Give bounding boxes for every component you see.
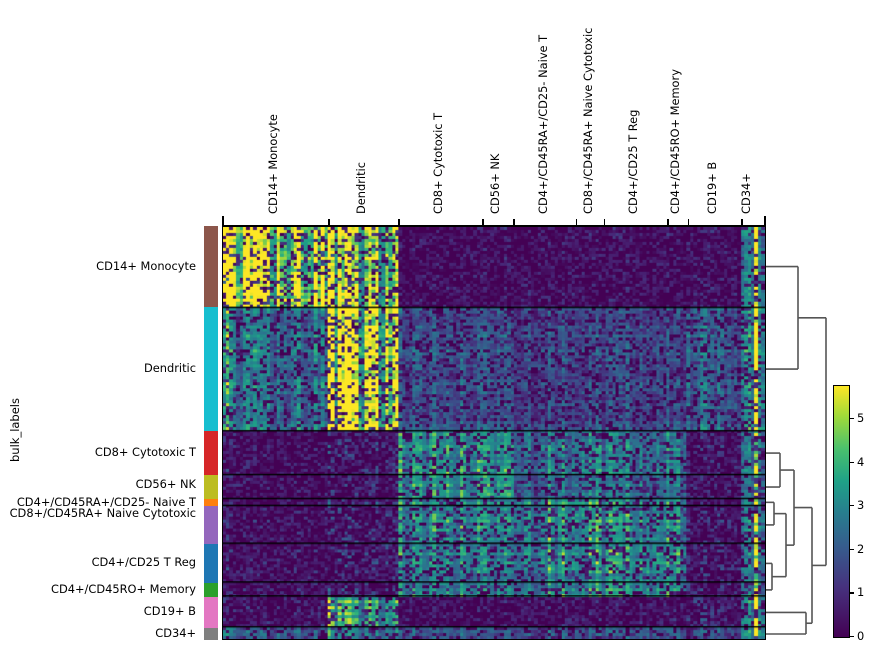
column-tick	[398, 219, 400, 226]
column-tick-label: CD4+/CD25 T Reg	[626, 109, 641, 214]
row-color-band	[204, 582, 218, 597]
row-color-band	[204, 498, 218, 506]
column-tick-label: CD4+/CD45RA+/CD25- Naive T	[535, 34, 550, 214]
column-tick-label: CD8+/CD45RA+ Naive Cytotoxic	[580, 27, 595, 214]
row-tick-label: CD56+ NK	[135, 477, 196, 492]
column-tick	[328, 219, 330, 226]
column-tick-label: CD4+/CD45RO+ Memory	[668, 69, 683, 214]
column-tick-label: Dendritic	[354, 162, 369, 214]
row-tick-label: CD14+ Monocyte	[96, 258, 196, 273]
row-tick-label: CD4+/CD45RA+/CD25- Naive T	[16, 495, 196, 510]
colorbar-tick	[850, 592, 854, 594]
row-color-band	[204, 226, 218, 308]
column-tick-label: CD8+ Cytotoxic T	[431, 112, 446, 214]
column-tick	[603, 219, 606, 226]
row-tick-label: Dendritic	[144, 361, 196, 376]
row-color-band	[204, 475, 218, 499]
row-color-band	[204, 596, 218, 628]
column-tick	[764, 216, 766, 226]
colorbar-tick-label: 1	[857, 585, 865, 600]
row-tick-label: CD8+ Cytotoxic T	[94, 445, 196, 460]
column-tick	[740, 219, 743, 226]
colorbar-tick-label: 0	[857, 629, 865, 643]
row-tick-label: CD4+/CD25 T Reg	[91, 555, 196, 570]
colorbar-gradient	[833, 385, 850, 638]
row-tick-label: CD34+	[155, 625, 196, 640]
column-tick-label: CD56+ NK	[488, 153, 503, 214]
column-tick	[687, 219, 690, 226]
colorbar-tick-label: 5	[857, 410, 865, 425]
column-tick	[513, 219, 515, 226]
column-tick-axis	[222, 214, 766, 227]
colorbar-tick	[850, 548, 854, 550]
row-color-band	[204, 543, 218, 583]
column-tick	[666, 219, 669, 226]
row-color-band	[204, 627, 218, 640]
colorbar-tick-label: 4	[857, 454, 865, 469]
colorbar-tick	[850, 461, 854, 463]
colorbar-tick-label: 2	[857, 541, 865, 556]
row-color-band	[204, 307, 218, 431]
colorbar-tick-label: 3	[857, 498, 865, 513]
colorbar-tick	[850, 505, 854, 507]
row-color-annotation-strip	[204, 226, 218, 640]
colorbar-tick-group: 0 1 2 3 4 5	[850, 385, 873, 643]
column-tick-label: CD19+ B	[705, 161, 720, 214]
column-tick-label: CD34+	[738, 173, 753, 214]
row-dendrogram	[766, 226, 832, 640]
column-tick	[482, 219, 484, 226]
colorbar-tick	[850, 636, 854, 638]
column-tick	[575, 219, 578, 226]
column-tick-label: CD14+ Monocyte	[266, 114, 281, 214]
heatmap-panel	[222, 226, 766, 640]
row-color-band	[204, 505, 218, 544]
column-label-group: CD14+ Monocyte Dendritic CD8+ Cytotoxic T C…	[222, 0, 766, 214]
colorbar-tick	[850, 417, 854, 420]
row-color-band	[204, 430, 218, 476]
column-tick	[222, 216, 224, 226]
row-tick-label: CD8+/CD45RA+ Naive Cytotoxic	[9, 505, 196, 520]
heatmap-canvas	[223, 227, 765, 639]
row-tick-label: CD19+ B	[143, 604, 196, 619]
axis-spine	[222, 225, 766, 227]
row-tick-label: CD4+/CD45RO+ Memory	[51, 581, 196, 596]
